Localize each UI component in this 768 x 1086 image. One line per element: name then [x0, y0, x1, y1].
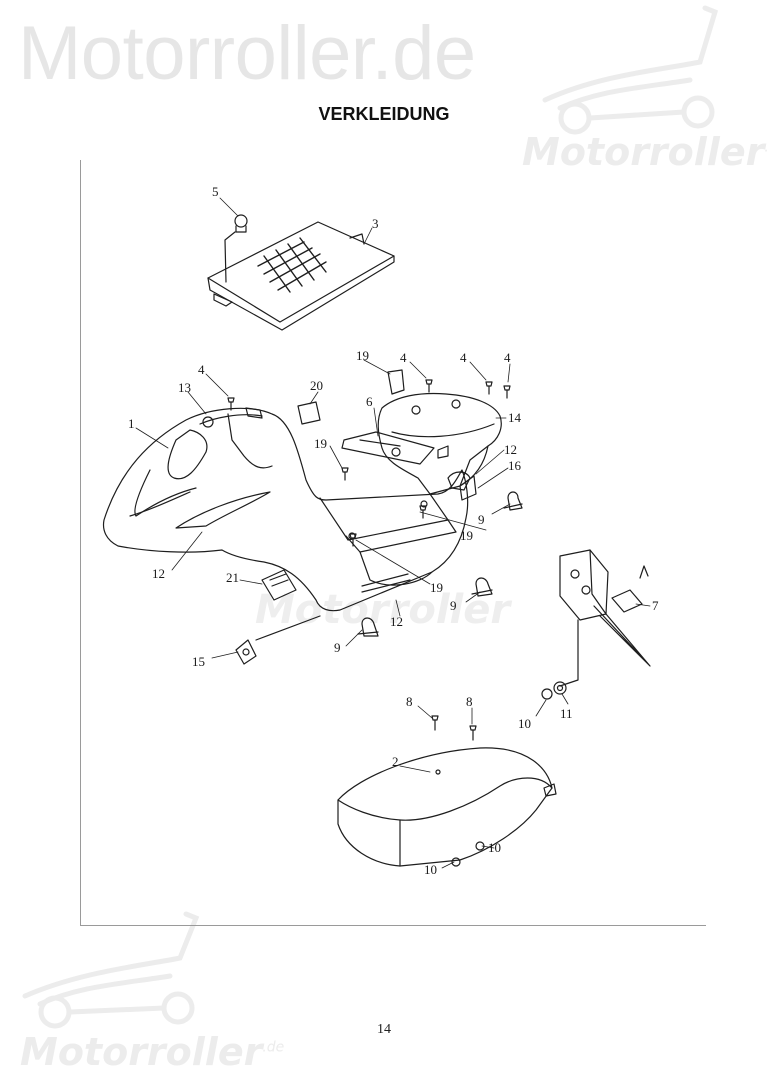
part-rear-bracket [559, 549, 651, 687]
label-12c: 12 [390, 614, 403, 629]
part-decal-17 [387, 369, 405, 395]
label-20: 20 [310, 378, 323, 393]
part-rear-hood [377, 392, 502, 495]
page-title: VERKLEIDUNG [318, 104, 450, 124]
part-storage-tray [207, 221, 395, 331]
watermark-logo-bottom: Motorroller.de [20, 1030, 285, 1074]
part-emblem-12 [447, 471, 471, 491]
diagram-frame [80, 160, 706, 926]
part-clip-15 [235, 615, 321, 665]
part-screws [227, 379, 511, 547]
watermark-site-text: Motorroller.de [18, 11, 476, 96]
label-7: 7 [652, 598, 659, 613]
part-grommet-9-middle [471, 577, 493, 597]
label-5: 5 [212, 184, 219, 199]
label-4c: 4 [460, 350, 467, 365]
label-21: 21 [226, 570, 239, 585]
label-8b: 8 [466, 694, 473, 709]
label-4b: 4 [400, 350, 407, 365]
label-1: 1 [128, 416, 135, 431]
part-push-clip-5 [234, 214, 248, 233]
label-6: 6 [366, 394, 373, 409]
label-4d: 4 [504, 350, 511, 365]
part-screws-8 [431, 715, 477, 741]
label-11: 11 [560, 706, 573, 721]
label-19b: 19 [460, 528, 473, 543]
label-3: 3 [372, 216, 379, 231]
part-front-fairing [102, 407, 469, 612]
part-nuts-10-bottom [451, 841, 485, 867]
part-decal-20 [297, 401, 321, 425]
label-9a: 9 [478, 512, 485, 527]
label-19c: 19 [430, 580, 443, 595]
label-19a: 19 [314, 436, 327, 451]
label-13: 13 [178, 380, 191, 395]
label-4a: 4 [198, 362, 205, 377]
label-8a: 8 [406, 694, 413, 709]
label-12b: 12 [152, 566, 165, 581]
part-reflector-21 [261, 569, 297, 601]
part-dash-panel-6 [341, 431, 435, 465]
page-number: 14 [377, 1022, 391, 1037]
label-15: 15 [192, 654, 205, 669]
label-10b: 10 [488, 840, 501, 855]
label-10c: 10 [424, 862, 437, 877]
watermark-center: Motorroller [255, 587, 511, 633]
label-2: 2 [392, 754, 399, 769]
part-grommet-9-bottom [357, 617, 379, 637]
part-rear-cover [337, 747, 557, 867]
leader-lines [135, 197, 651, 869]
watermark-logo-top: Motorroller.de [522, 130, 768, 174]
label-17: 19 [356, 348, 369, 363]
part-labels: 5 3 1 13 4 20 19 4 4 4 6 14 19 12 16 9 1… [128, 184, 659, 877]
label-9b: 9 [450, 598, 457, 613]
label-9c: 9 [334, 640, 341, 655]
label-14: 14 [508, 410, 522, 425]
part-nut-washer [541, 681, 567, 700]
label-16: 16 [508, 458, 522, 473]
part-grommet-9-right-top [503, 491, 523, 511]
label-10a: 10 [518, 716, 531, 731]
label-12a: 12 [504, 442, 517, 457]
